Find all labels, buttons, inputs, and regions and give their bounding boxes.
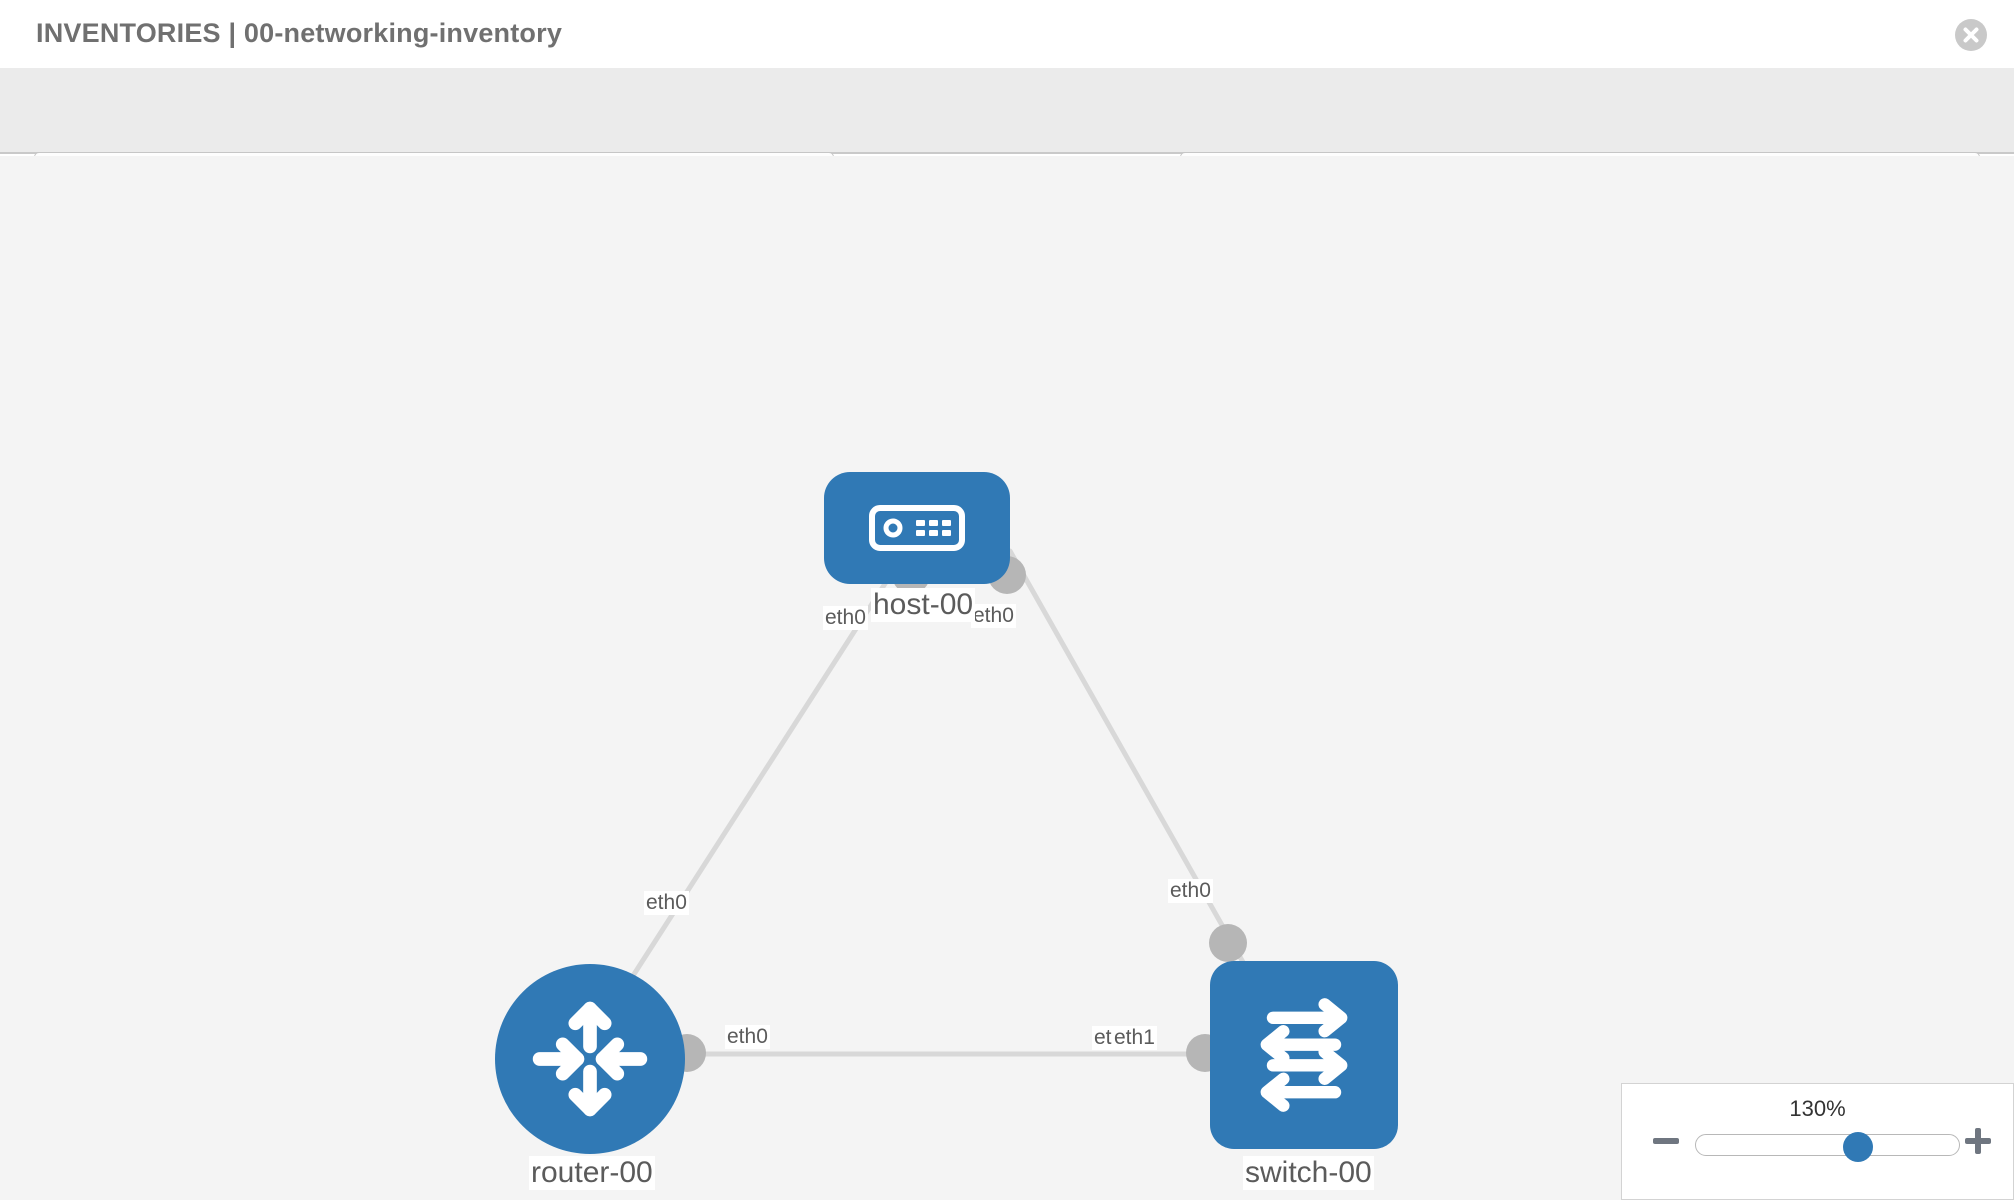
link-label-router-up: eth0 [644, 891, 689, 916]
zoom-level-label: 130% [1789, 1096, 1846, 1121]
toolbar: ACTIONS SEARCH [0, 68, 2014, 204]
zoom-control-panel: 130% [1621, 1083, 2014, 1200]
node-switch-00[interactable] [1210, 961, 1398, 1149]
link-label-switch-eth1: eth1 [1112, 1026, 1157, 1051]
topology-canvas[interactable]: eth0 eth0 eth0 eth0 eth0 eth eth1 host-0… [0, 156, 2014, 1200]
link-label-host-left: eth0 [823, 606, 868, 631]
port-switch-top[interactable] [1209, 924, 1247, 962]
node-label-host-00: host-00 [871, 588, 976, 622]
node-host-00[interactable] [824, 472, 1010, 584]
link-label-switch-up: eth0 [1168, 879, 1213, 904]
link-label-router-eth0: eth0 [725, 1025, 770, 1050]
router-arrows-icon [532, 1001, 648, 1117]
plus-icon[interactable] [1963, 1126, 1993, 1156]
link-label-host-right: eth0 [971, 604, 1016, 629]
zoom-slider-thumb[interactable] [1843, 1132, 1874, 1162]
page-header: INVENTORIES | 00-networking-inventory [0, 0, 2014, 68]
switch-arrows-icon [1260, 998, 1348, 1112]
zoom-slider-track[interactable] [1695, 1134, 1960, 1156]
topology-links [617, 548, 1251, 1057]
node-router-00[interactable] [495, 964, 685, 1154]
node-label-router-00: router-00 [529, 1156, 655, 1190]
node-label-switch-00: switch-00 [1243, 1156, 1374, 1190]
server-icon [869, 505, 965, 551]
close-icon[interactable] [1954, 18, 1988, 52]
link-host-switch [1007, 548, 1251, 974]
minus-icon[interactable] [1651, 1126, 1681, 1156]
page-title: INVENTORIES | 00-networking-inventory [36, 18, 563, 48]
